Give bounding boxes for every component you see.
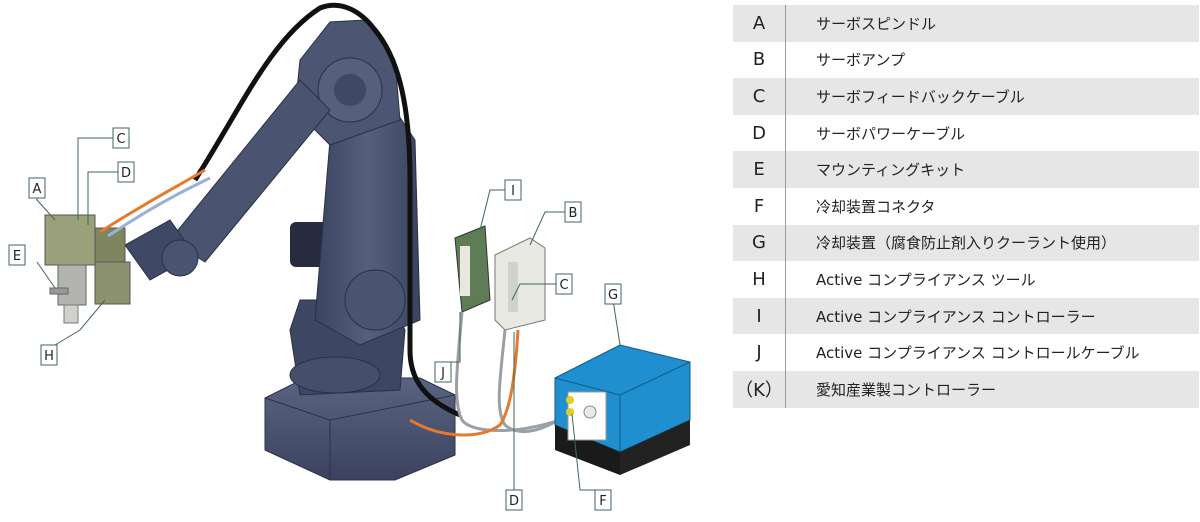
svg-text:G: G bbox=[608, 288, 618, 303]
callout-d-tool: D bbox=[117, 161, 135, 183]
compliance-tool bbox=[94, 261, 131, 305]
svg-text:C: C bbox=[116, 132, 125, 147]
legend-key: H bbox=[733, 261, 786, 298]
callout-f: F bbox=[594, 489, 612, 511]
svg-text:E: E bbox=[13, 249, 21, 264]
legend-key: D bbox=[733, 114, 786, 152]
callout-c-amp: C bbox=[555, 273, 573, 295]
coolant-connector-1 bbox=[566, 396, 574, 404]
callout-i: I bbox=[504, 179, 522, 201]
system-diagram: A C D E H I B C G J D F bbox=[8, 2, 691, 511]
coolant-connector-2 bbox=[566, 408, 574, 416]
svg-text:D: D bbox=[121, 166, 131, 181]
legend-label: サーボスピンドル bbox=[785, 5, 1199, 42]
feedback-cable bbox=[497, 329, 566, 434]
legend-label: サーボフィードバックケーブル bbox=[785, 78, 1199, 115]
legend-key: F bbox=[733, 187, 786, 225]
svg-text:B: B bbox=[569, 206, 578, 221]
callout-g: G bbox=[604, 283, 622, 305]
legend-label: Active コンプライアンス コントロールケーブル bbox=[785, 334, 1199, 371]
legend-key: A bbox=[733, 5, 786, 42]
svg-text:A: A bbox=[33, 182, 42, 197]
callout-b: B bbox=[564, 201, 582, 223]
legend-key: C bbox=[733, 78, 786, 115]
legend-key: G bbox=[733, 224, 786, 262]
legend-label: Active コンプライアンス ツール bbox=[785, 261, 1199, 298]
callout-a: A bbox=[28, 177, 46, 199]
svg-text:H: H bbox=[44, 349, 54, 364]
legend-label: サーボパワーケーブル bbox=[785, 114, 1199, 152]
cooling-unit bbox=[554, 344, 691, 475]
svg-text:J: J bbox=[440, 366, 445, 381]
svg-text:C: C bbox=[559, 278, 568, 293]
robot-arm bbox=[124, 2, 461, 481]
legend-row: （K）愛知産業製コントローラー bbox=[733, 370, 1199, 408]
legend-label: 冷却装置（腐食防止剤入りクーラント使用） bbox=[785, 224, 1199, 262]
legend-key: E bbox=[733, 151, 786, 188]
svg-text:I: I bbox=[511, 184, 515, 199]
compliance-controller bbox=[454, 225, 491, 313]
legend-key: I bbox=[733, 297, 786, 335]
svg-text:D: D bbox=[509, 494, 519, 509]
robot-cable-harness bbox=[192, 2, 461, 418]
legend-label: 愛知産業製コントローラー bbox=[785, 370, 1199, 408]
callout-d-amp: D bbox=[505, 489, 523, 511]
callout-e: E bbox=[8, 244, 26, 266]
legend-key: （K） bbox=[733, 370, 786, 408]
legend-label: 冷却装置コネクタ bbox=[785, 187, 1199, 225]
svg-text:F: F bbox=[599, 494, 606, 509]
legend-key: B bbox=[733, 41, 786, 79]
legend-label: サーボアンプ bbox=[785, 41, 1199, 79]
legend-label: Active コンプライアンス コントローラー bbox=[785, 297, 1199, 335]
legend-key: J bbox=[733, 334, 786, 371]
spindle-assembly bbox=[44, 168, 211, 324]
callout-c-tool: C bbox=[112, 127, 130, 149]
legend-label: マウンティングキット bbox=[785, 151, 1199, 188]
callout-j: J bbox=[434, 361, 452, 383]
control-cable bbox=[455, 311, 561, 433]
callout-h: H bbox=[40, 344, 58, 366]
